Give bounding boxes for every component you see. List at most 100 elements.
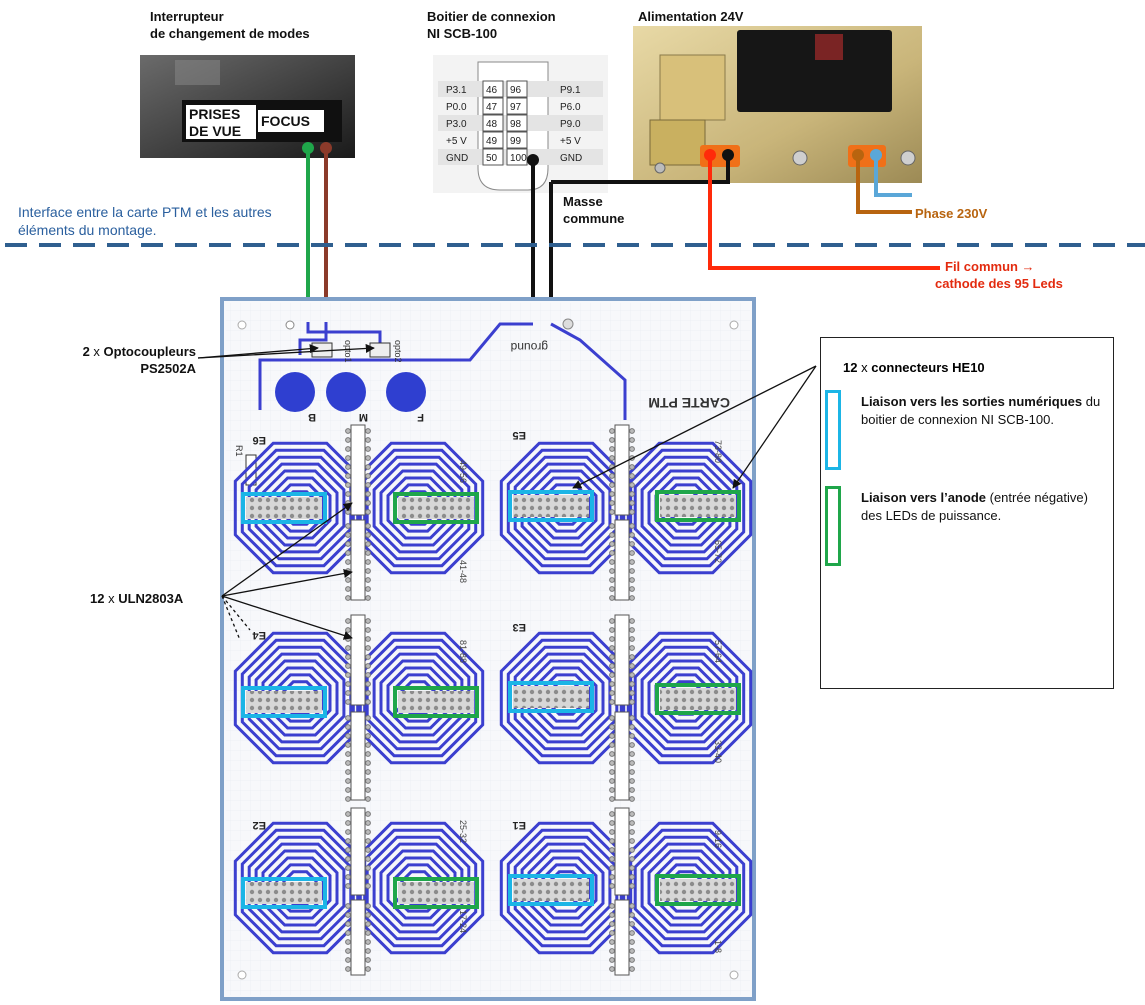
uln-label: 12 x ULN2803A	[90, 591, 184, 606]
chip-pin	[345, 957, 351, 963]
chip-pin	[365, 903, 371, 909]
chip-pin	[629, 787, 635, 793]
chip-pin	[365, 811, 371, 817]
led-coil-trace	[534, 666, 598, 730]
chip-pin	[629, 654, 635, 660]
chip-pin	[629, 751, 635, 757]
chip-pin	[345, 811, 351, 817]
annotation-arrows	[197, 343, 817, 641]
chip-pin	[609, 586, 615, 592]
chip-pin	[609, 559, 615, 565]
chip-pin	[365, 847, 371, 853]
chip-pin	[345, 446, 351, 452]
switch-photo: PRISES DE VUE FOCUS	[140, 55, 355, 158]
chip-pin	[345, 865, 351, 871]
chip-pin	[345, 509, 351, 515]
button-b	[275, 372, 315, 412]
alimentation-label: Alimentation 24V	[638, 9, 744, 24]
chip-pin	[365, 482, 371, 488]
chip-pin	[609, 820, 615, 826]
led-coil-trace	[386, 666, 450, 730]
chip-pin	[345, 856, 351, 862]
led-coil-trace	[247, 645, 353, 751]
chip-pin	[345, 523, 351, 529]
fil-commun-label: Fil commun → cathode des 95 Leds	[935, 259, 1063, 291]
chip-pin	[609, 796, 615, 802]
chip-pin	[629, 769, 635, 775]
chip-pin	[345, 742, 351, 748]
uln2803-chip	[614, 614, 630, 706]
chip-pin	[629, 856, 635, 862]
chip-pin	[365, 446, 371, 452]
chip-pin	[365, 778, 371, 784]
chip-pin	[345, 966, 351, 972]
button-m	[326, 372, 366, 412]
uln2803-chip	[350, 807, 366, 896]
chip-pin	[609, 921, 615, 927]
led-coil-trace	[386, 476, 450, 540]
svg-text:R1: R1	[234, 445, 244, 457]
chip-pin	[365, 663, 371, 669]
chip-pin	[629, 482, 635, 488]
chip-pin	[609, 903, 615, 909]
he10-header-green	[393, 492, 479, 524]
chip-pin	[609, 966, 615, 972]
range-label: 9-16	[713, 830, 723, 848]
chip-pin	[345, 751, 351, 757]
chip-pin	[609, 939, 615, 945]
chip-pin	[609, 742, 615, 748]
chip-pin	[345, 769, 351, 775]
he10-header-pins	[246, 691, 322, 713]
chip-pin	[365, 491, 371, 497]
section-label: E6	[253, 434, 266, 446]
chip-pin	[609, 473, 615, 479]
chip-pin	[345, 787, 351, 793]
connector-pin-box	[482, 131, 504, 149]
led-coil-trace	[247, 455, 353, 561]
chip-pin	[629, 939, 635, 945]
chip-pin	[365, 577, 371, 583]
connector-cell: GND	[446, 153, 468, 164]
chip-pin	[345, 733, 351, 739]
chip-pin	[629, 446, 635, 452]
chip-pin	[629, 921, 635, 927]
he10-header-pins	[513, 495, 589, 517]
chip-pin	[345, 690, 351, 696]
chip-pin	[609, 751, 615, 757]
led-coil-trace	[633, 455, 739, 561]
chip-pin	[609, 482, 615, 488]
phase-label: Phase 230V	[915, 206, 988, 221]
chip-pin	[345, 654, 351, 660]
led-coil-trace	[513, 835, 619, 941]
chip-pin	[365, 428, 371, 434]
chip-pin	[345, 921, 351, 927]
connector-cell: 49	[486, 136, 498, 147]
led-coil-trace	[506, 448, 626, 568]
chip-pin	[345, 948, 351, 954]
chip-pin	[609, 577, 615, 583]
chip-pin	[345, 586, 351, 592]
uln2803-chip	[614, 519, 630, 601]
chip-pin	[365, 948, 371, 954]
chip-pin	[629, 509, 635, 515]
he10-header-blue	[508, 681, 594, 713]
svg-text:B: B	[308, 411, 316, 423]
chip-pin	[345, 760, 351, 766]
led-coil-trace	[372, 652, 464, 744]
chip-pin	[609, 811, 615, 817]
chip-pin	[629, 491, 635, 497]
chip-pin	[629, 645, 635, 651]
section-label: E2	[253, 819, 266, 831]
led-coil-trace	[520, 652, 612, 744]
uln2803-chip	[614, 424, 630, 516]
chip-pin	[345, 559, 351, 565]
chip-pin	[365, 627, 371, 633]
boitier-label: Boitier de connexion NI SCB-100	[427, 9, 556, 41]
legend-blue-text: Liaison vers les sorties numériques du b…	[861, 394, 1101, 427]
led-coil-trace	[240, 448, 360, 568]
chip-pin	[345, 645, 351, 651]
chip-pin	[345, 838, 351, 844]
